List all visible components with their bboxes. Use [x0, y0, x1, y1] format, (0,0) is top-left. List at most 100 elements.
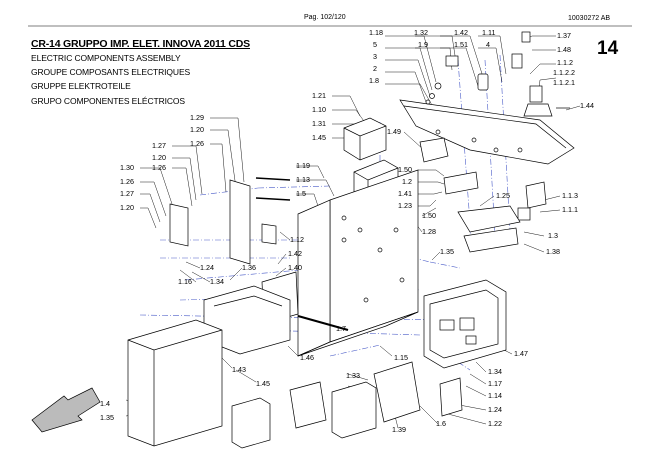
relay-group-left [231, 397, 271, 449]
label: 1.34 [210, 277, 224, 286]
label: 1.30 [120, 163, 134, 172]
label: 1.23 [398, 201, 412, 210]
block-1-49 [419, 137, 449, 163]
connector-1-37 [521, 31, 531, 43]
label: 1.3 [548, 231, 558, 240]
capacitor-1-1-3 [525, 181, 547, 209]
label: 1.38 [546, 247, 560, 256]
label: 1.36 [242, 263, 256, 272]
label: 1.9 [418, 40, 428, 49]
drawing-title: CR-14 GRUPPO IMP. ELET. INNOVA 2011 CDS [31, 38, 250, 50]
direction-arrow-icon [31, 387, 101, 433]
page-counter: Pag. 102/120 [304, 14, 346, 21]
label: 1.13 [296, 175, 310, 184]
label: 1.41 [398, 189, 412, 198]
title-es: GRUPO COMPONENTES ELÉCTRICOS [31, 96, 185, 106]
housing-left [289, 381, 327, 429]
part-1-14 [439, 377, 463, 417]
relay-group-1-33 [331, 381, 377, 439]
label: 1.45 [256, 379, 270, 388]
label: 1.31 [312, 119, 326, 128]
label: 1.1.2.2 [553, 68, 575, 77]
relay-1-10 [343, 117, 387, 161]
label: 1.21 [312, 91, 326, 100]
label: 1.42 [288, 249, 302, 258]
label: 1.1.2 [557, 58, 573, 67]
label: 1.26 [120, 177, 134, 186]
label: 1.24 [488, 405, 502, 414]
label: 1.22 [488, 419, 502, 428]
label: 1.6 [436, 419, 446, 428]
label: 3 [373, 52, 377, 61]
housing-1-39 [373, 361, 421, 423]
label: 1.37 [557, 31, 571, 40]
bracket-1-30 [169, 203, 189, 247]
label: 1.20 [152, 153, 166, 162]
label: 1.35 [100, 413, 114, 422]
title-fr: GROUPE COMPOSANTS ELECTRIQUES [31, 67, 191, 77]
part-1-32 [445, 55, 459, 67]
label: 1.14 [488, 391, 502, 400]
label: 1.43 [232, 365, 246, 374]
label: 1.11 [482, 28, 495, 37]
part-1-12 [261, 223, 277, 245]
label: 4 [486, 40, 490, 49]
label: 1.10 [312, 105, 326, 114]
label: 1.51 [454, 40, 468, 49]
label: 1.32 [414, 28, 428, 37]
label: 1.1.2.1 [553, 78, 575, 87]
label: 1.27 [120, 189, 134, 198]
label: 1.17 [488, 379, 502, 388]
label: 1.28 [422, 227, 436, 236]
label: 1.46 [300, 353, 314, 362]
label: 1.1.1 [562, 205, 578, 214]
label: 5 [373, 40, 377, 49]
label: 1.50 [422, 211, 436, 220]
label: 1.48 [557, 45, 571, 54]
label: 1.34 [488, 367, 502, 376]
label: 1.1.3 [562, 191, 578, 200]
fuse-holder-1-42 [477, 73, 489, 91]
part-1-38 [463, 227, 519, 253]
label: 1.2 [402, 177, 412, 186]
label: 1.39 [392, 425, 406, 434]
label: 1.4 [100, 399, 110, 408]
label: 1.45 [312, 133, 326, 142]
terminal-strip [443, 171, 479, 195]
component-drawings [31, 31, 575, 449]
label: 1.15 [394, 353, 408, 362]
label: 1.12 [290, 235, 304, 244]
switch-1-11 [511, 53, 523, 69]
label: 1.27 [152, 141, 166, 150]
page-number: 14 [597, 38, 619, 59]
label: 1.29 [190, 113, 204, 122]
label: 1.16 [178, 277, 192, 286]
label: 1.20 [120, 203, 134, 212]
label: 1.8 [369, 76, 379, 85]
label: 1.5 [296, 189, 306, 198]
title-en: ELECTRIC COMPONENTS ASSEMBLY [31, 53, 181, 63]
bracket-1-29 [229, 179, 251, 265]
label: 1.18 [369, 28, 383, 37]
electric-plate [399, 99, 575, 165]
label: 1.42 [454, 28, 468, 37]
label: 1.40 [288, 263, 302, 272]
document-code: 10030272 AB [568, 15, 611, 22]
label: 1.50 [398, 165, 412, 174]
reference-labels: 1.18 5 3 2 1.8 1.32 1.9 1.42 1.51 1.11 4… [100, 28, 594, 434]
label: 1.26 [152, 163, 166, 172]
label: 1.19 [296, 161, 310, 170]
label: 1.49 [387, 127, 401, 136]
label: 2 [373, 64, 377, 73]
label: 1.44 [580, 101, 594, 110]
bracket-1-3 [457, 205, 521, 233]
label: 1.25 [496, 191, 510, 200]
label: 1.7 [336, 324, 346, 333]
key-switch-1-1-2 [529, 85, 543, 103]
label: 1.33 [346, 371, 360, 380]
label: 1.26 [190, 139, 204, 148]
label: 1.24 [200, 263, 214, 272]
title-de: GRUPPE ELEKTROTEILE [31, 81, 131, 91]
front-panel-1-4 [127, 319, 223, 447]
